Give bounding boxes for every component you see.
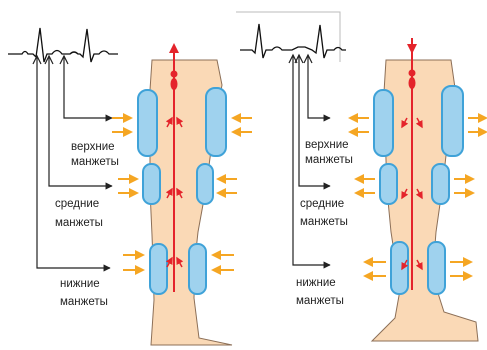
middle-cuff-left-inner [197,164,213,204]
middle-cuffs-label-right-line2: манжеты [300,216,348,228]
upper-cuffs-label-left-line1: верхние [71,141,115,153]
lower-cuff-left-inner [189,244,206,294]
upper-cuffs-label-right-line1: верхние [305,139,349,151]
lower-cuffs-label-right-line2: манжеты [296,295,344,307]
right-panel: верхние манжеты средние манжеты нижние м… [236,12,486,341]
pointer-upper-cuffs [64,56,112,118]
ecg-trace-right [240,24,346,58]
pointer-upper-cuffs-right [308,55,330,118]
middle-cuff-right-inner [432,164,449,204]
middle-cuffs-label-left-line2: манжеты [55,217,103,229]
cuff-labels-left: верхние манжеты средние манжеты нижние м… [55,141,119,308]
upper-cuff-right-outer [374,90,393,156]
lower-cuff-right-outer [391,242,408,294]
middle-cuff-left-outer [143,164,160,204]
ecg-frame-right [236,12,340,62]
lower-cuff-left-outer [150,244,167,294]
upper-cuff-left-outer [138,90,157,156]
upper-cuff-left-inner [206,88,226,156]
lower-cuffs-label-left-line2: манжеты [60,296,108,308]
middle-cuffs-label-left-line1: средние [55,198,99,210]
pointer-middle-cuffs-right [299,55,330,186]
upper-cuff-right-inner [442,86,463,156]
lower-cuffs-label-right-line1: нижние [296,277,336,289]
lower-cuff-right-inner [428,242,445,294]
upper-cuffs-label-left-line2: манжеты [71,156,119,168]
left-panel: верхние манжеты средние манжеты нижние м… [8,28,252,345]
lower-cuffs-label-left-line1: нижние [60,278,100,290]
cuff-labels-right: верхние манжеты средние манжеты нижние м… [296,139,353,307]
upper-cuffs-label-right-line2: манжеты [305,154,353,166]
middle-cuffs-label-right-line1: средние [300,198,344,210]
middle-cuff-right-outer [380,164,397,204]
